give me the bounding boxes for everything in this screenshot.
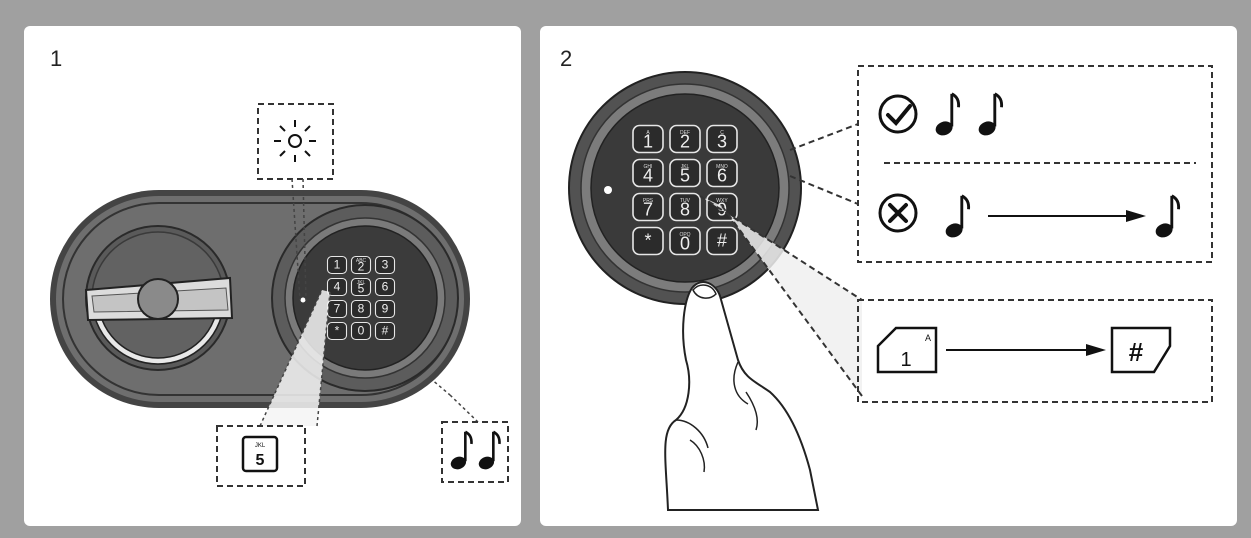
key-digit: 8 [358, 301, 365, 315]
svg-text:5: 5 [256, 452, 265, 469]
key-digit: 6 [717, 166, 727, 186]
key-digit: * [335, 323, 340, 337]
keypad-key-8[interactable]: 8 [350, 299, 372, 319]
step-number-1: 1 [50, 46, 62, 71]
key-digit: 5 [358, 281, 365, 295]
key-letters: ABC [356, 258, 367, 264]
keypad-beams [699, 123, 863, 397]
keypad-key-4[interactable]: 4 [326, 277, 348, 297]
key-digit: 6 [382, 279, 389, 293]
svg-text:A: A [925, 333, 931, 343]
key-5-callout-icon: JKL 5 [241, 435, 279, 473]
keypad-key-7[interactable]: 7 [326, 299, 348, 319]
key-letters: JKL [681, 164, 690, 170]
key-digit: 1 [643, 132, 653, 152]
key-letters: C [720, 130, 724, 136]
svg-text:1: 1 [900, 349, 911, 371]
key-letters: TUV [680, 198, 691, 204]
keypad-key-1[interactable]: 1 [326, 255, 348, 275]
keypad-key-hash[interactable]: # [706, 226, 738, 256]
key-digit: 8 [680, 200, 690, 220]
key-letters: A [646, 130, 650, 136]
key-letters: DEF [680, 130, 690, 136]
light-callout [257, 103, 334, 301]
key-letters: WXY [716, 198, 728, 204]
key-digit: 1 [334, 257, 341, 271]
key-digit: 5 [680, 166, 690, 186]
key-digit: 0 [358, 323, 365, 337]
hash-key-callout-icon: # [1110, 326, 1172, 374]
check-circle-icon [878, 94, 918, 134]
handle-dial [84, 225, 234, 371]
cross-circle-icon [878, 193, 918, 233]
result-callout [857, 65, 1213, 263]
key-digit: 2 [358, 259, 365, 273]
key-digit: 9 [382, 301, 389, 315]
step-number-2: 2 [560, 46, 572, 71]
key-digit: 3 [717, 132, 727, 152]
key-digit: 4 [334, 279, 341, 293]
keypad-key-0[interactable]: 0 [350, 321, 372, 341]
arrow-right-icon [988, 210, 1146, 222]
key-digit: 0 [680, 234, 690, 254]
key-letters: PRS [643, 198, 654, 204]
key-digit: # [717, 230, 727, 250]
key-digit: 4 [643, 166, 653, 186]
key-letters: MNO [716, 164, 728, 170]
keypad-key-hash[interactable]: # [374, 321, 396, 341]
svg-text:#: # [1129, 337, 1144, 367]
keypad-key-3[interactable]: C3 [706, 124, 738, 154]
key-letters: JKL [357, 280, 366, 286]
keypad-key-6[interactable]: 6 [374, 277, 396, 297]
keypad-key-3[interactable]: 3 [374, 255, 396, 275]
key-letters: OPQ [679, 232, 690, 238]
key-digit: 2 [680, 132, 690, 152]
keypad-ring-large [568, 71, 802, 305]
arrow-right-icon [946, 344, 1106, 356]
svg-text:JKL: JKL [255, 443, 266, 449]
keypad-key-1[interactable]: A1 [632, 124, 664, 154]
light-burst-icon [274, 120, 316, 162]
key-digit: * [644, 230, 651, 250]
key-digit: 3 [382, 257, 389, 271]
keypad-key-star[interactable]: * [326, 321, 348, 341]
key-digit: 7 [643, 200, 653, 220]
key-digit: # [382, 323, 389, 337]
sequence-callout: A 1 # [857, 299, 1213, 403]
key-letters: GHI [644, 164, 653, 170]
keypad-key-9[interactable]: 9 [374, 299, 396, 319]
hand-icon [664, 281, 820, 511]
keypad-key-star[interactable]: * [632, 226, 664, 256]
beep-callout [429, 377, 509, 483]
key5-callout: JKL 5 [216, 289, 331, 487]
key-digit: 7 [334, 301, 341, 315]
key-1-callout-icon: A 1 [876, 326, 938, 374]
